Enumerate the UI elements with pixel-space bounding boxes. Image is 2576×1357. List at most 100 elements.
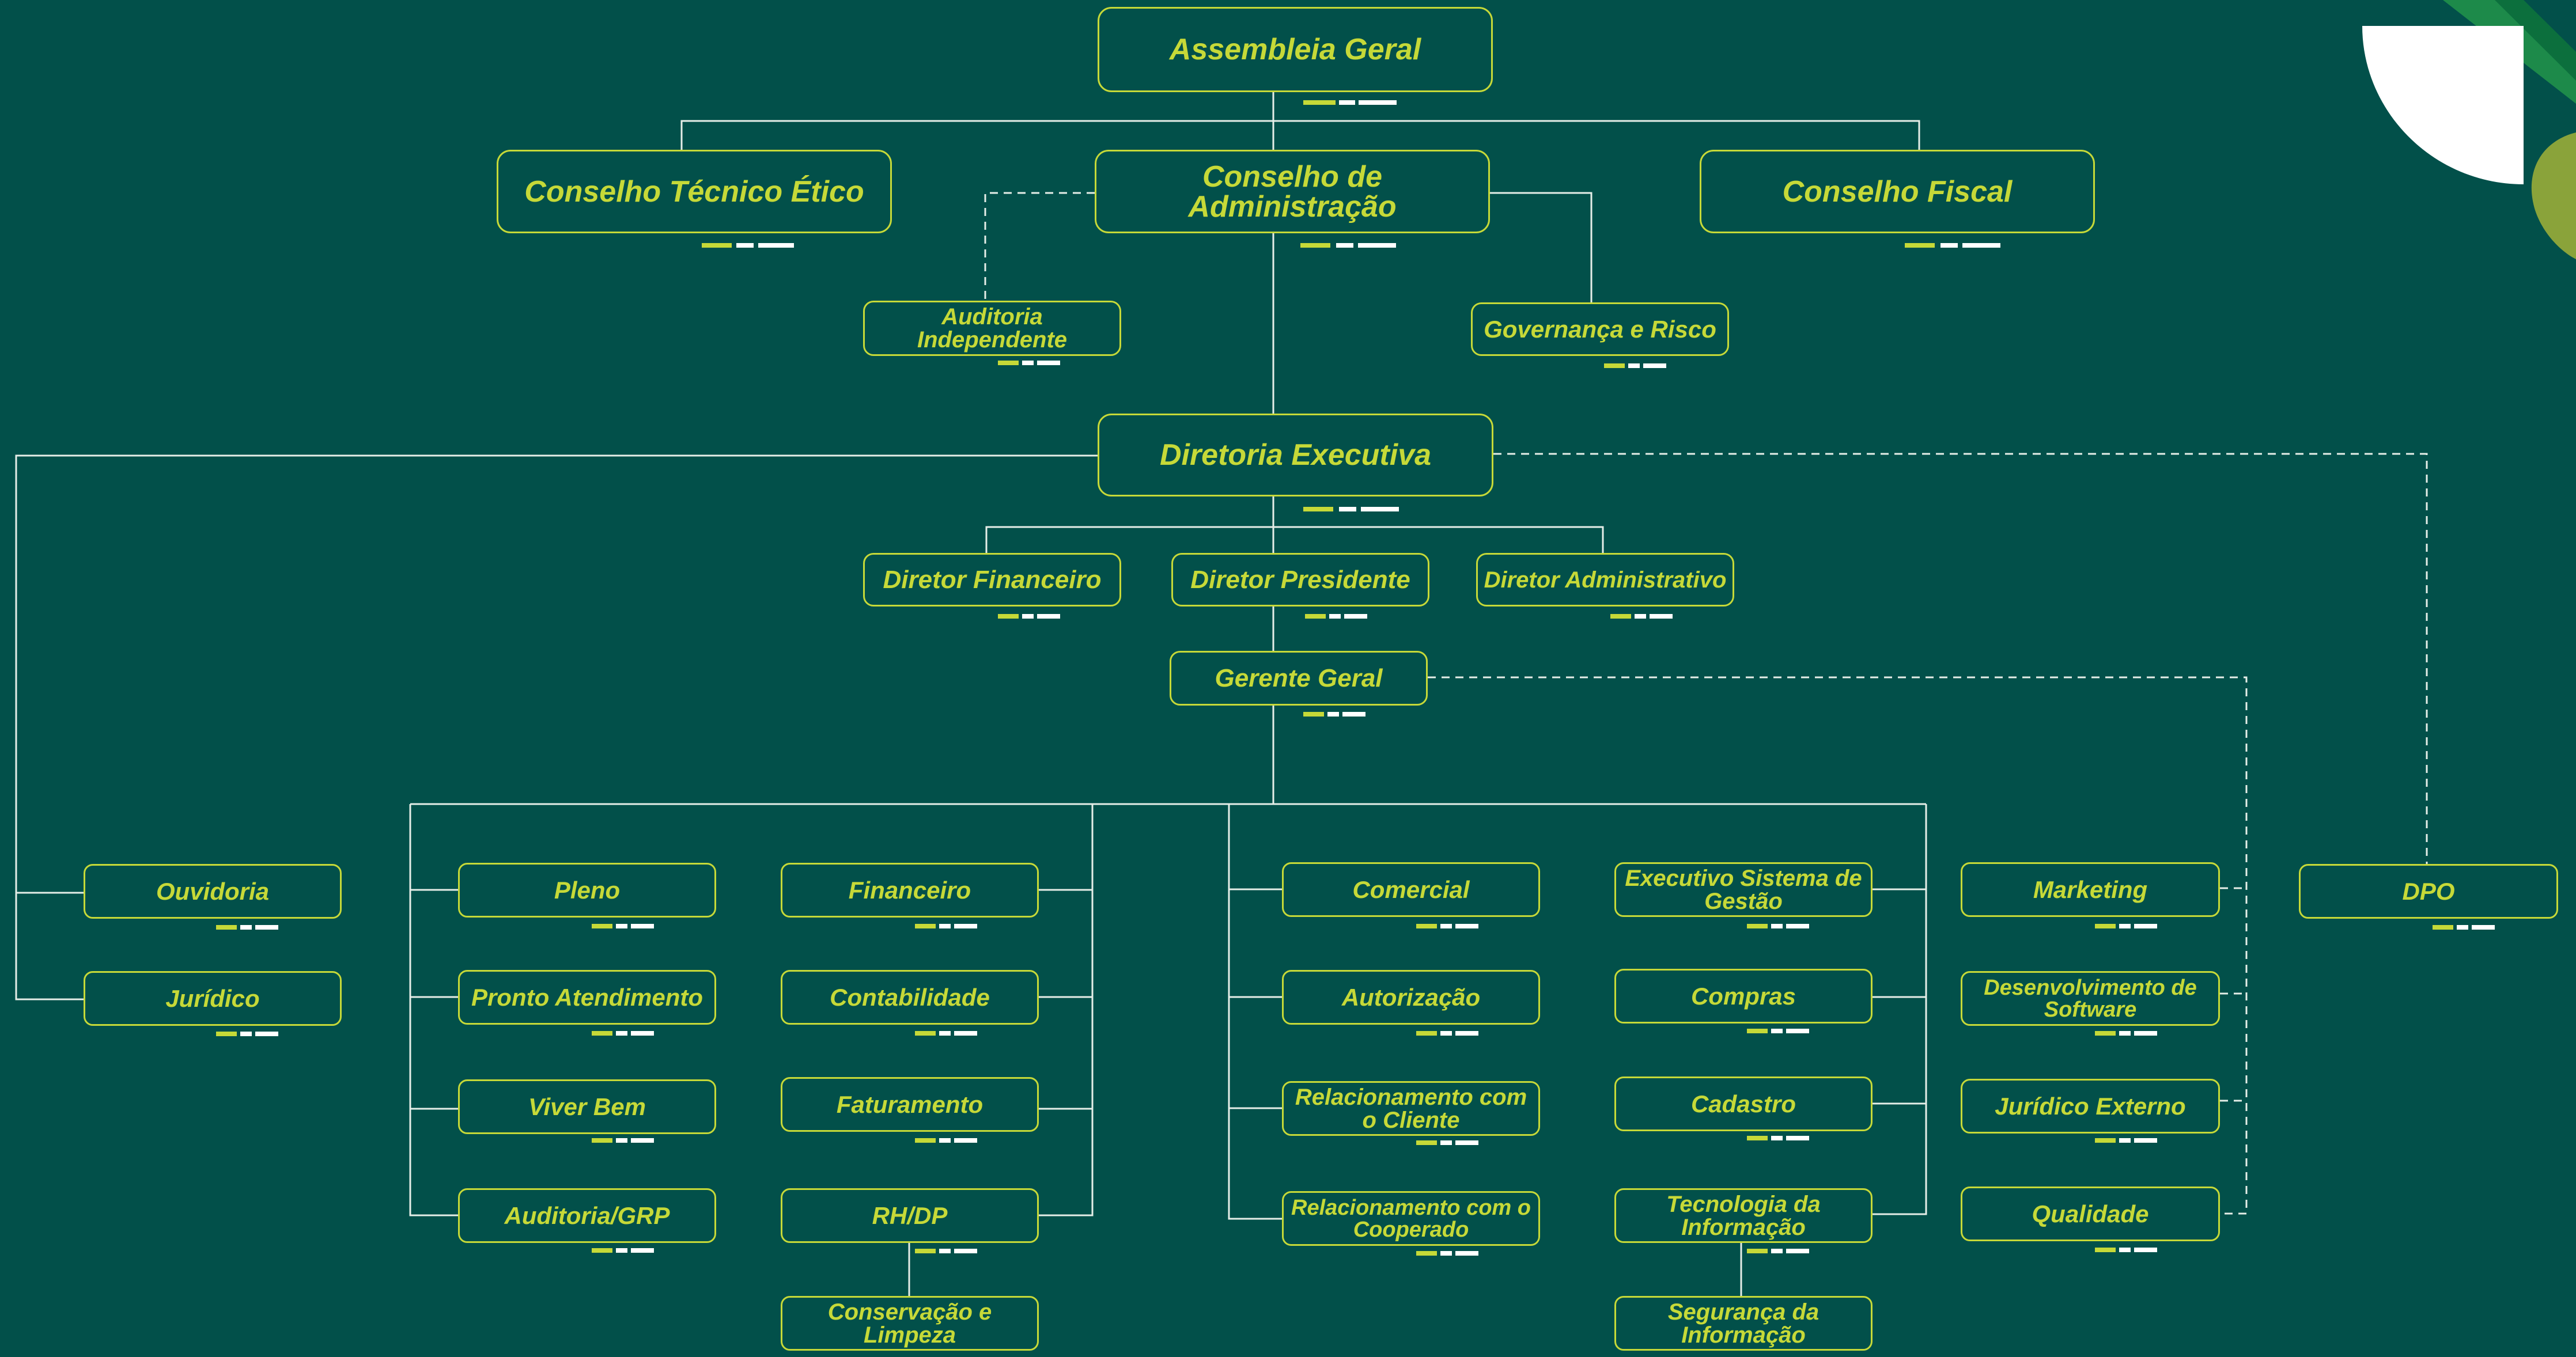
node-contabilidade: Contabilidade <box>781 970 1039 1025</box>
node-label: Qualidade <box>2032 1200 2149 1227</box>
status-marks <box>915 1249 978 1253</box>
node-label: Assembleia Geral <box>1169 33 1421 66</box>
connector-line-dashed <box>984 192 1095 301</box>
status-marks <box>998 361 1061 365</box>
node-label: Contabilidade <box>830 983 990 1011</box>
node-label: Tecnologia da Informação <box>1666 1191 1821 1240</box>
connector-line <box>409 804 458 1216</box>
node-label: DPO <box>2402 877 2455 905</box>
node-conservacao-e-limpeza: Conservação e Limpeza <box>781 1296 1039 1351</box>
node-label: Autorização <box>1341 983 1481 1011</box>
connector-line <box>1488 192 1592 302</box>
status-marks <box>1747 1249 1810 1253</box>
status-marks <box>2095 924 2158 928</box>
status-marks <box>1416 1140 1480 1145</box>
node-auditoria-independente: Auditoria Independente <box>863 301 1121 356</box>
status-marks <box>592 1138 655 1143</box>
status-marks <box>216 925 279 930</box>
node-label: RH/DP <box>872 1201 948 1229</box>
node-label: Financeiro <box>848 876 971 904</box>
node-rh-dp: RH/DP <box>781 1188 1039 1243</box>
status-marks <box>592 1248 655 1253</box>
status-marks <box>1610 614 1674 619</box>
node-auditoria-grp: Auditoria/GRP <box>458 1188 716 1243</box>
node-relacionamento-com-o-cliente: Relacionamento com o Cliente <box>1282 1081 1540 1136</box>
status-marks <box>1905 243 2003 248</box>
status-marks <box>2095 1031 2158 1036</box>
node-diretor-administrativo: Diretor Administrativo <box>1476 553 1734 607</box>
node-label: Segurança da Informação <box>1667 1299 1820 1348</box>
node-label: Comercial <box>1352 875 1470 903</box>
node-label: Viver Bem <box>528 1093 646 1120</box>
connector-line <box>15 454 1098 1000</box>
status-marks <box>1747 924 1810 928</box>
node-juridico: Jurídico <box>84 971 342 1026</box>
node-label: Conselho Técnico Ético <box>524 175 864 209</box>
node-label: Diretor Presidente <box>1190 565 1410 594</box>
node-relacionamento-com-o-cooperado: Relacionamento com o Cooperado <box>1282 1191 1540 1246</box>
status-marks <box>1416 924 1480 928</box>
node-conselho-fiscal: Conselho Fiscal <box>1700 150 2095 233</box>
node-label: Conselho Fiscal <box>1782 175 2013 209</box>
status-marks <box>1416 1251 1480 1256</box>
status-marks <box>998 614 1061 619</box>
status-marks <box>1303 100 1397 105</box>
status-marks <box>915 924 978 928</box>
node-tecnologia-da-informacao: Tecnologia da Informação <box>1614 1188 1873 1243</box>
node-label: Faturamento <box>836 1090 984 1118</box>
node-conselho-de-administracao: Conselho de Administração <box>1095 150 1490 233</box>
node-label: Jurídico Externo <box>1995 1092 2186 1120</box>
node-label: Jurídico <box>165 984 260 1012</box>
node-cadastro: Cadastro <box>1614 1076 1873 1131</box>
node-pleno: Pleno <box>458 863 716 918</box>
node-assembleia-geral: Assembleia Geral <box>1098 7 1493 92</box>
node-label: Diretoria Executiva <box>1159 438 1432 472</box>
status-marks <box>702 243 794 248</box>
node-autorizacao: Autorização <box>1282 970 1540 1025</box>
node-pronto-atendimento: Pronto Atendimento <box>458 970 716 1025</box>
node-label: Conselho de Administração <box>1188 160 1397 223</box>
connector-line <box>1228 804 1282 1220</box>
node-diretoria-executiva: Diretoria Executiva <box>1098 414 1493 496</box>
node-faturamento: Faturamento <box>781 1077 1039 1132</box>
status-marks <box>915 1031 978 1036</box>
status-marks <box>2095 1248 2158 1252</box>
node-marketing: Marketing <box>1961 862 2220 917</box>
node-conselho-tecnico-etico: Conselho Técnico Ético <box>497 150 892 233</box>
node-label: Conservação e Limpeza <box>827 1299 992 1348</box>
node-juridico-externo: Jurídico Externo <box>1961 1079 2220 1134</box>
node-label: Pronto Atendimento <box>471 983 703 1011</box>
node-qualidade: Qualidade <box>1961 1187 2220 1241</box>
node-diretor-financeiro: Diretor Financeiro <box>863 553 1121 607</box>
node-ouvidoria: Ouvidoria <box>84 864 342 919</box>
status-marks <box>2095 1138 2158 1143</box>
status-marks <box>2433 925 2496 930</box>
decorative-shapes <box>2362 0 2576 259</box>
node-label: Executivo Sistema de Gestão <box>1625 865 1862 914</box>
status-marks <box>592 924 655 928</box>
status-marks <box>592 1031 655 1036</box>
node-executivo-sistema-de-gestao: Executivo Sistema de Gestão <box>1614 862 1873 917</box>
node-label: Diretor Financeiro <box>883 565 1102 594</box>
connector-line <box>1039 804 1094 1216</box>
node-label: Auditoria Independente <box>917 304 1068 352</box>
connector-line <box>1873 804 1927 1215</box>
status-marks <box>1747 1029 1810 1033</box>
node-label: Pleno <box>554 876 621 904</box>
status-marks <box>1300 243 1398 248</box>
node-comercial: Comercial <box>1282 862 1540 917</box>
node-seguranca-da-informacao: Segurança da Informação <box>1614 1296 1873 1351</box>
node-gerente-geral: Gerente Geral <box>1170 651 1428 706</box>
node-label: Relacionamento com o Cooperado <box>1291 1195 1531 1242</box>
node-label: Compras <box>1690 982 1796 1010</box>
status-marks <box>1303 712 1367 717</box>
node-label: Gerente Geral <box>1215 664 1383 692</box>
connector-line <box>680 120 1920 150</box>
node-label: Cadastro <box>1690 1090 1796 1117</box>
node-label: Marketing <box>2033 875 2148 903</box>
node-viver-bem: Viver Bem <box>458 1079 716 1134</box>
node-financeiro: Financeiro <box>781 863 1039 918</box>
node-label: Governança e Risco <box>1484 315 1716 343</box>
